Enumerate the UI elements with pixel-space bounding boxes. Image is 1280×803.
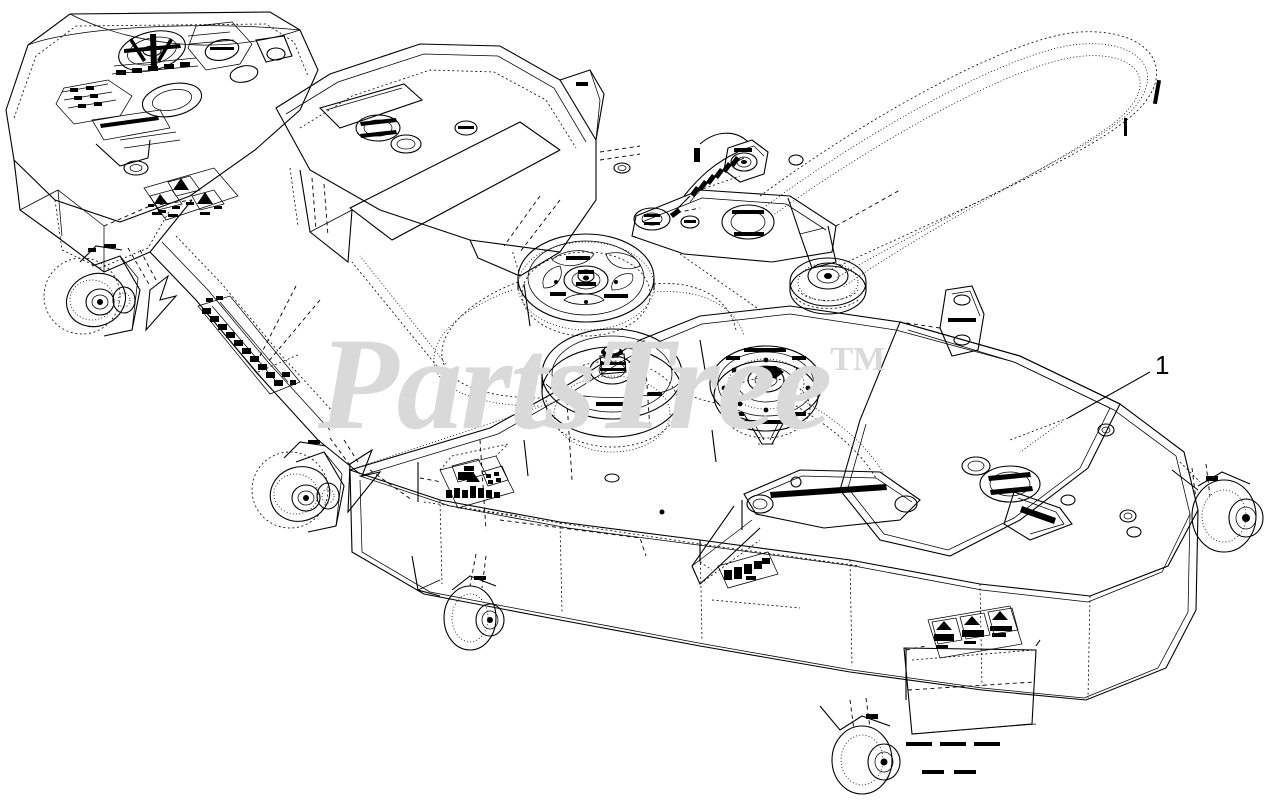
anti-scalp-roller-left-front — [43, 244, 178, 337]
anti-scalp-roller-right — [1171, 461, 1264, 553]
idler-tensioner-assembly — [631, 132, 901, 315]
decal-strip-left — [197, 295, 301, 395]
left-deck-side-panel — [149, 235, 361, 475]
belt-routing — [351, 255, 885, 479]
warning-decal-left-upper — [143, 167, 239, 221]
callout-1-leader — [1009, 371, 1151, 453]
anti-scalp-roller-bottom-center — [443, 553, 505, 651]
deck-shell-top — [275, 43, 605, 277]
spindle-pulley-left — [517, 233, 655, 337]
anti-scalp-roller-center-left — [251, 437, 413, 533]
deck-shell-main — [348, 285, 1199, 735]
spindle-pulley-right-clutch — [709, 345, 823, 445]
callout-number-1: 1 — [1155, 350, 1170, 380]
anti-scalp-roller-bottom-right — [819, 697, 1000, 795]
misc-fasteners — [523, 145, 1142, 538]
left-deck-wing — [5, 11, 319, 273]
drive-belt-loop — [759, 31, 1162, 289]
warning-decal-right-lower — [905, 605, 1041, 700]
idler-pulley-lower — [789, 257, 867, 315]
idler-pivot-block — [694, 132, 769, 183]
decal-small-center — [699, 540, 801, 609]
warning-decal-center — [417, 443, 521, 517]
tension-spring — [670, 151, 745, 218]
left-deck-interior-detail — [55, 21, 293, 176]
spindle-pulley-center — [541, 328, 683, 453]
